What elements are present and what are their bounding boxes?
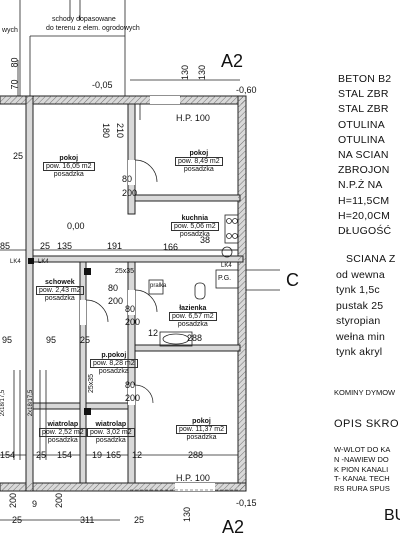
wall-spec-legend: SCIANA Z od wewna tynk 1,5c pustak 25 st… [336, 253, 396, 358]
dim-288-b: 288 [188, 450, 204, 460]
dim-12-bottom: 12 [132, 450, 143, 460]
dim-70: 70 [9, 79, 20, 90]
dim-200-a: 200 [122, 188, 138, 198]
lk4-tag-a: LK4 [10, 259, 21, 265]
room-pokoj-2: pokoj pow. 8,49 m2 posadzka [175, 150, 223, 173]
dim-200-c: 200 [125, 317, 141, 327]
room-schowek: schowek pow. 2,43 m2 posadzka [36, 279, 84, 302]
dim-25-mid: 25 [40, 241, 51, 251]
dim-200-bottom-b: 200 [54, 492, 65, 509]
concrete-spec-legend: BETON B2 STAL ZBR STAL ZBR OTULINA OTULI… [338, 73, 392, 238]
dim-130b: 130 [197, 64, 208, 81]
dim-12: 12 [148, 328, 159, 338]
dim-80-b: 80 [108, 283, 119, 293]
level-b: -0,60 [236, 85, 257, 95]
level-c: 0,00 [67, 221, 85, 231]
level-a: -0,05 [92, 80, 113, 90]
room-kuchnia: kuchnia pow. 5,06 m2 posadzka [171, 215, 219, 238]
dim-25-bottom-c: 25 [134, 515, 145, 525]
lk4-tag-c: LK4 [221, 263, 232, 269]
axis-a2-top: A2 [221, 51, 244, 71]
dim-95-b: 95 [46, 335, 57, 345]
dim-130a: 130 [180, 64, 191, 81]
dim-311: 311 [80, 515, 95, 525]
opis-lines: W-WLOT DO KA N -NAWIEW DO K PION KANALI … [334, 445, 391, 494]
lk4-tag-b: LK4 [38, 259, 49, 265]
dim-9: 9 [32, 499, 38, 509]
dim-130-bottom: 130 [182, 506, 193, 523]
dim-154: 154 [0, 450, 16, 460]
window-hp-top: H.P. 100 [176, 113, 210, 123]
stairs-label-2: 2x18/17,5 [28, 389, 35, 417]
chimney-title: KOMINY DYMOW [334, 388, 396, 397]
dim-80-d: 80 [125, 380, 136, 390]
dim-154-b: 154 [57, 450, 73, 460]
dim-19: 19 [92, 450, 103, 460]
axis-a2-bottom: A2 [222, 517, 245, 537]
dim-80: 80 [9, 57, 20, 68]
stairs-note-line1: schody dopasowane [52, 16, 116, 23]
level-d: -0,15 [236, 498, 257, 508]
room-wiatrolap-2: wiatrolap pow. 3,02 m2 posadzka [87, 421, 135, 444]
room-pokoj-3: pokoj pow. 11,37 m2 posadzka [176, 418, 228, 441]
dim-25x35: 25x35 [115, 268, 135, 275]
room-pokoj-1: pokoj pow. 16,05 m2 posadzka [43, 155, 95, 178]
dim-200-b: 200 [108, 296, 124, 306]
dim-25x35-b: 25x35 [88, 373, 96, 394]
stairs-label-1: 2x18/17,5 [0, 389, 7, 417]
top-left-fragment: wych [2, 27, 18, 34]
dim-25-bottom: 25 [36, 450, 47, 460]
dim-25-bottom-b: 25 [12, 515, 23, 525]
bottom-right-fragment: BU [384, 507, 400, 524]
dim-180: 180 [101, 122, 112, 139]
dim-80-c: 80 [125, 304, 136, 314]
stairs-note-line2: do terenu z elem. ogrodowych [46, 25, 140, 32]
dim-210: 210 [115, 122, 126, 139]
opis-title: OPIS SKRO [334, 418, 400, 430]
pg-label: P.G. [218, 275, 232, 282]
pralka-label: pralka [150, 283, 167, 289]
dim-85: 85 [0, 241, 11, 251]
dim-166: 166 [163, 242, 179, 252]
axis-c: C [286, 270, 299, 290]
dim-80-a: 80 [122, 174, 133, 184]
dim-25-top: 25 [13, 151, 24, 161]
room-wiatrolap-1: wiatrolap pow. 2,52 m2 posadzka [39, 421, 87, 444]
dim-95-a: 95 [2, 335, 13, 345]
room-p-pokoj: p.pokoj pow. 8,28 m2 posadzka [90, 352, 138, 375]
room-lazienka: łazienka pow. 6,57 m2 posadzka [169, 305, 217, 328]
dim-191: 191 [107, 241, 123, 251]
dim-200-bottom-a: 200 [8, 492, 19, 509]
dim-38: 38 [200, 235, 211, 245]
dim-135: 135 [57, 241, 73, 251]
window-hp-bottom: H.P. 100 [176, 473, 210, 483]
dim-25-c: 25 [80, 335, 91, 345]
dim-200-d: 200 [125, 393, 141, 403]
dim-288-a: 288 [187, 333, 203, 343]
dim-165: 165 [106, 450, 122, 460]
